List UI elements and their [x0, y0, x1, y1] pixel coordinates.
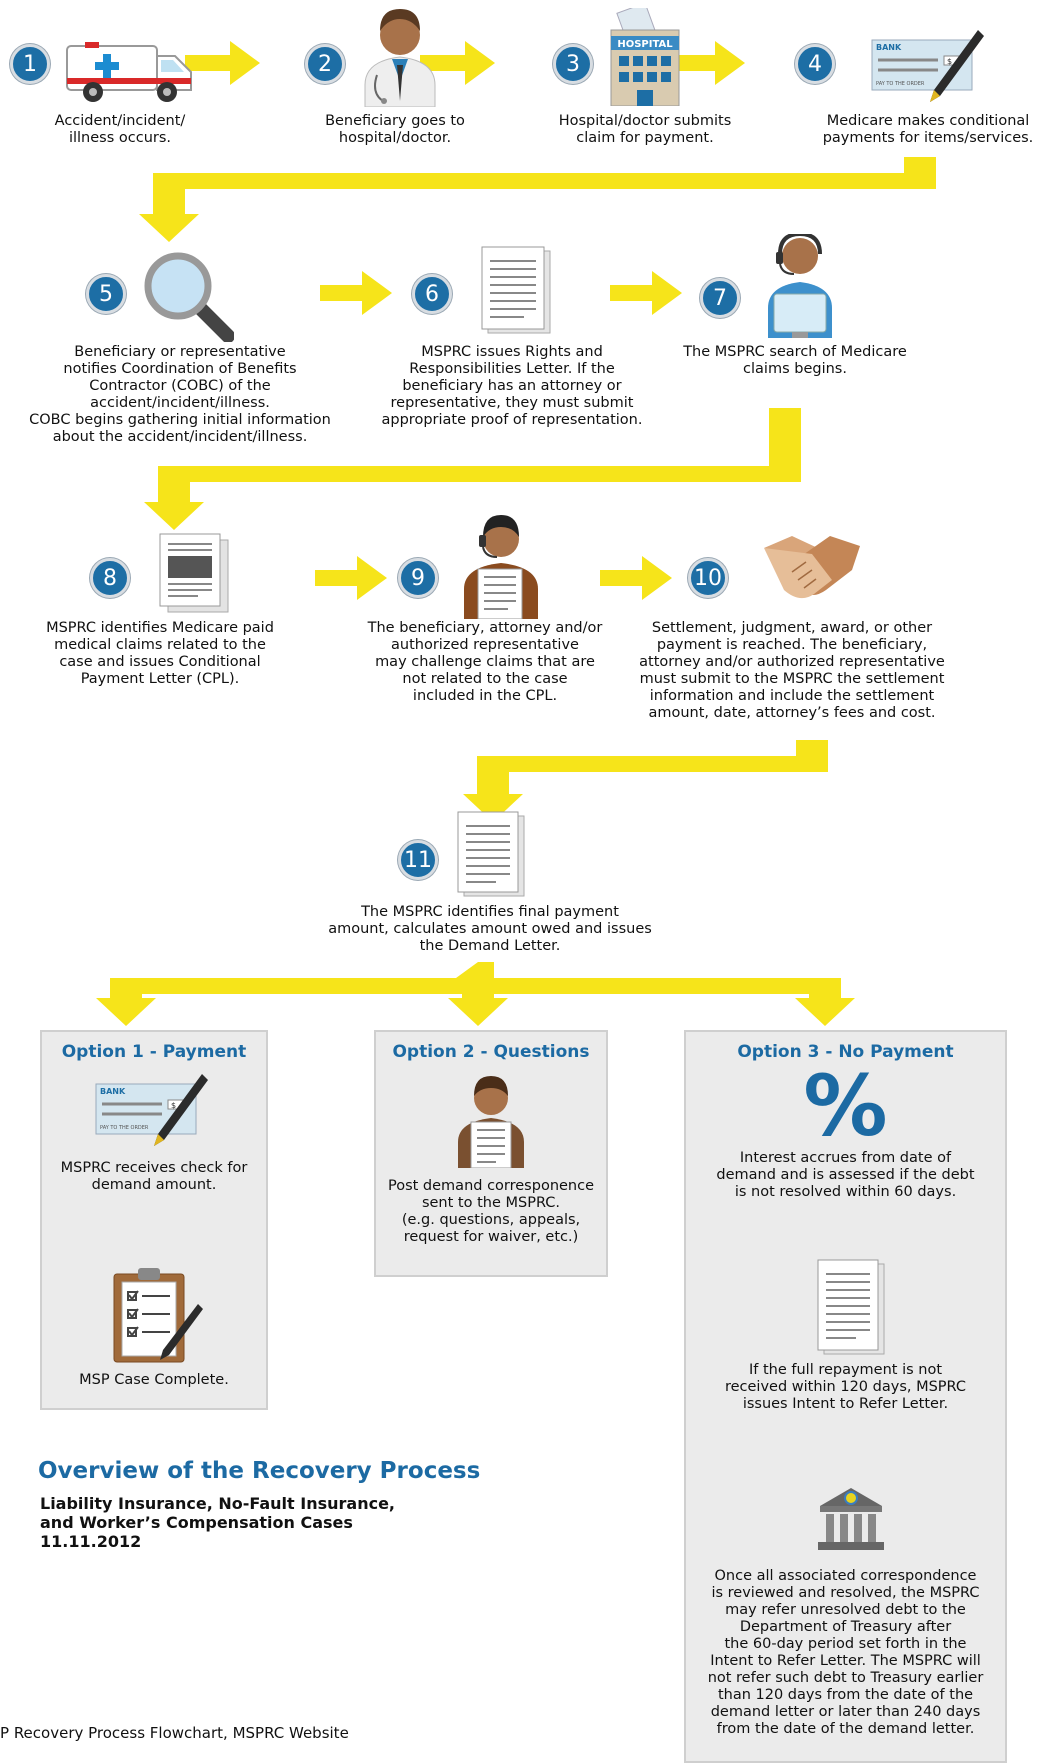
step-4-text: Medicare makes conditional payments for … [822, 113, 1034, 146]
hospital-icon: HOSPITAL [610, 8, 680, 106]
step-10-badge: 10 [688, 558, 728, 598]
step-11-badge: 11 [398, 840, 438, 880]
option-1-text-1: MSPRC receives check for demand amount. [60, 1160, 248, 1193]
check-dollar: $ [171, 1101, 176, 1110]
option-2-title: Option 2 - Questions [392, 1042, 590, 1062]
step-1-badge: 1 [10, 44, 50, 84]
document-icon [457, 811, 525, 897]
magnifier-icon [144, 252, 234, 342]
bank-check-icon: BANK $ PAY TO THE ORDER [95, 1074, 208, 1146]
footer-caption: P Recovery Process Flowchart, MSPRC Webs… [0, 1724, 349, 1742]
step-3-badge: 3 [553, 44, 593, 84]
step-7-text: The MSPRC search of Medicare claims begi… [683, 344, 907, 377]
check-pay-line: PAY TO THE ORDER [100, 1125, 149, 1131]
ambulance-icon [66, 42, 192, 102]
percent-icon: % [803, 1057, 888, 1155]
document-icon [481, 246, 551, 334]
arrow-2-3 [420, 41, 495, 85]
step-6-text: MSPRC issues Rights and Responsibilities… [381, 344, 643, 428]
clipboard-checklist-icon [113, 1268, 203, 1363]
check-bank-label: BANK [100, 1087, 126, 1096]
option-2-panel: Option 2 - Questions Post demand corresp… [374, 1030, 608, 1277]
option-3-panel: Option 3 - No Payment % Interest accrues… [684, 1030, 1007, 1763]
step-10-text: Settlement, judgment, award, or other pa… [639, 620, 945, 721]
step-6-badge: 6 [412, 274, 452, 314]
step-8-text: MSPRC identifies Medicare paid medical c… [46, 620, 274, 687]
option-1-title: Option 1 - Payment [61, 1042, 247, 1062]
step-9-badge: 9 [398, 558, 438, 598]
option-1-text-2: MSP Case Complete. [79, 1372, 229, 1388]
step-5-text: Beneficiary or representative notifies C… [29, 344, 331, 445]
doctor-icon [364, 9, 436, 107]
step-2-text: Beneficiary goes to hospital/doctor. [325, 113, 465, 146]
arrow-4-5 [139, 157, 936, 242]
step-2-badge: 2 [305, 44, 345, 84]
operator-document-icon [464, 515, 538, 619]
step-4-badge: 4 [795, 44, 835, 84]
option-2-text: Post demand corresponence sent to the MS… [387, 1178, 595, 1245]
document-icon [817, 1259, 885, 1355]
bank-check-icon: BANK $ PAY TO THE ORDER [871, 30, 984, 102]
step-8-badge: 8 [90, 558, 130, 598]
arrow-10-11 [463, 740, 828, 822]
arrow-11-options [96, 962, 855, 1026]
step-7-badge: 7 [700, 278, 740, 318]
hospital-sign: HOSPITAL [617, 39, 673, 50]
step-5-badge: 5 [86, 274, 126, 314]
arrow-8-9 [315, 556, 387, 600]
check-dollar: $ [947, 57, 952, 66]
overview-subtitle: Liability Insurance, No-Fault Insurance,… [40, 1494, 396, 1551]
check-bank-label: BANK [876, 43, 902, 52]
option-3-text-1: Interest accrues from date of demand and… [716, 1150, 975, 1200]
arrow-3-4 [670, 41, 745, 85]
step-3-text: Hospital/doctor submits claim for paymen… [558, 113, 732, 146]
handshake-icon [764, 536, 860, 599]
person-document-icon [458, 1076, 524, 1168]
step-1-text: Accident/incident/ illness occurs. [54, 113, 186, 146]
treasury-building-icon [818, 1488, 884, 1550]
option-3-text-2: If the full repayment is not received wi… [724, 1362, 967, 1412]
option-3-text-3: Once all associated correspondence is re… [707, 1568, 984, 1737]
arrow-1-2 [185, 41, 260, 85]
step-9-text: The beneficiary, attorney and/or authori… [367, 620, 603, 704]
check-pay-line: PAY TO THE ORDER [876, 81, 925, 87]
step-11-text: The MSPRC identifies final payment amoun… [328, 904, 652, 954]
arrow-9-10 [600, 556, 672, 600]
arrow-6-7 [610, 271, 682, 315]
overview-title: Overview of the Recovery Process [38, 1458, 481, 1484]
arrow-5-6 [320, 271, 392, 315]
operator-computer-icon [768, 234, 832, 338]
option-1-panel: Option 1 - Payment BANK $ PAY TO THE ORD… [40, 1030, 268, 1410]
option-3-title: Option 3 - No Payment [737, 1042, 954, 1062]
arrow-7-8 [144, 408, 801, 530]
letter-stack-icon [159, 533, 229, 613]
